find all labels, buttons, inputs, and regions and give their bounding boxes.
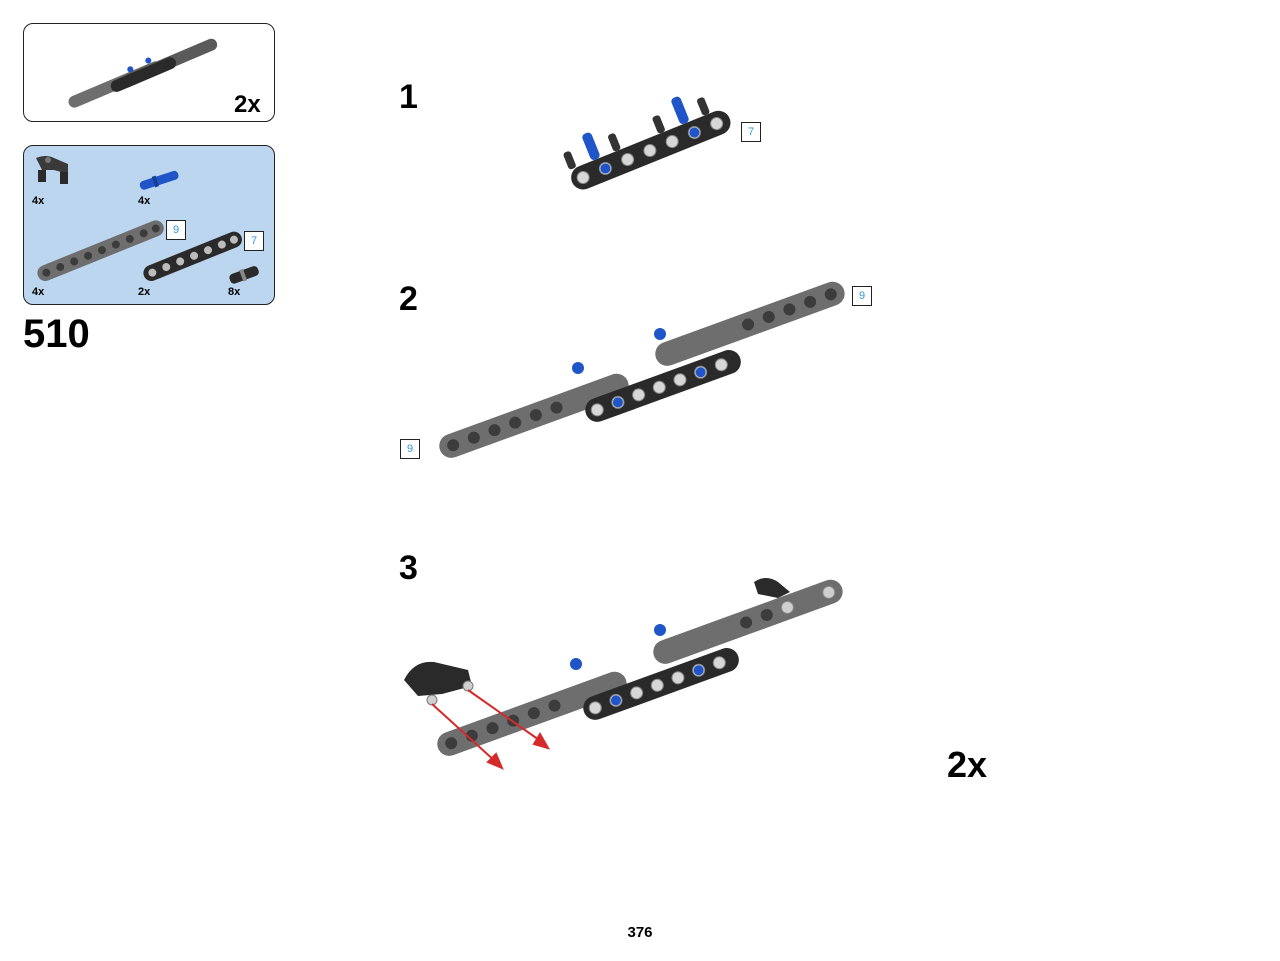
step-2-illustration: [439, 281, 845, 458]
submodel-quantity: 2x: [234, 91, 261, 118]
part-qty-blue-pin: 4x: [138, 195, 151, 207]
part-qty-black-beam: 2x: [138, 286, 151, 298]
step-number-2: 2: [399, 280, 418, 318]
gray-beam-icon: [37, 220, 164, 282]
curved-connector-icon: [36, 156, 68, 184]
connector-floating: [404, 661, 472, 696]
part-qty-gray-beam: 4x: [32, 286, 45, 298]
beam-7-length-tag: 7: [244, 231, 264, 251]
step-number-3: 3: [399, 549, 418, 587]
parts-list: 4x 4x 9 4x 7 2x: [23, 145, 275, 305]
page-number: 376: [627, 924, 653, 941]
step-1-tag-7: 7: [741, 122, 761, 142]
blue-axle-pin-icon: [139, 170, 179, 190]
step-2-tag-9-right: 9: [852, 286, 872, 306]
step-1-illustration: [563, 96, 731, 190]
submodel-preview: [68, 38, 218, 108]
step-number-1: 1: [399, 78, 418, 116]
step-3-quantity: 2x: [947, 744, 988, 785]
submodel-callout: 2x: [23, 23, 275, 122]
part-qty-black-pin: 8x: [228, 286, 241, 298]
connector-installed: [754, 578, 790, 598]
step-3-illustration: [404, 578, 843, 770]
black-pin-icon: [229, 266, 259, 284]
beam-9-length-tag: 9: [166, 220, 186, 240]
black-beam-icon: [143, 231, 242, 282]
page-id: 510: [23, 312, 90, 356]
step-2-tag-9-left: 9: [400, 439, 420, 459]
part-qty-connector: 4x: [32, 195, 45, 207]
